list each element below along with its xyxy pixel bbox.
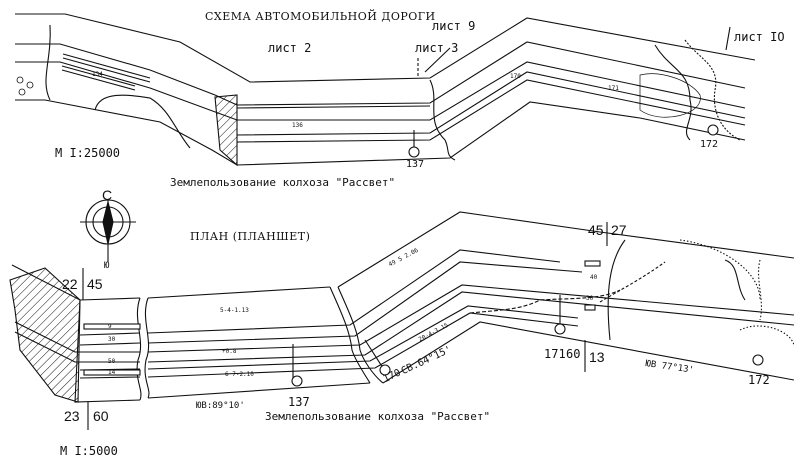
scheme-scale: М I:25000 (55, 146, 121, 160)
plan-marker-172-label: 172 (748, 373, 770, 387)
line-label-2: +0.8 (222, 348, 237, 355)
stake-45b: 45 (588, 222, 604, 238)
compass-north-label: С (102, 187, 113, 203)
plan-land-use: Землепользование колхоза "Рассвет" (265, 410, 491, 423)
compass-south-label: Ю (104, 261, 110, 271)
bearing-1: ЮВ:89°10' (196, 401, 245, 411)
scheme-marker-172-icon (707, 124, 719, 136)
stake-27: 27 (611, 222, 627, 238)
dim-30a: 30 (108, 336, 116, 343)
scheme-marker-137-label: 137 (406, 159, 425, 170)
stake-22: 22 (62, 276, 78, 292)
stake-23: 23 (64, 408, 80, 424)
plan-title: ПЛАН (ПЛАНШЕТ) (190, 230, 311, 243)
scheme-label-134: 134 (92, 71, 103, 78)
sheet-arrow (424, 47, 451, 73)
scheme-road-outline (15, 13, 756, 166)
dim-30b: 30 (586, 295, 594, 302)
sheet-10-marker (725, 26, 731, 51)
line-label-3: 6 7-2.10 (225, 371, 254, 378)
scheme-hatched-area (214, 94, 238, 167)
scheme-label-136: 136 (292, 122, 303, 129)
sheet-2-label: лист 2 (268, 41, 312, 55)
plan-marker-172-icon (752, 354, 764, 366)
plan-marker-137-label: 137 (288, 395, 310, 409)
line-label-1: 5-4-1.13 (220, 307, 249, 314)
scheme-label-171: 171 (608, 85, 619, 92)
scheme-marker-172-label: 172 (700, 139, 719, 150)
stake-60b: 60 (566, 347, 581, 361)
plan-scale: М I:5000 (60, 444, 118, 458)
scheme-title: СХЕМА АВТОМОБИЛЬНОЙ ДОРОГИ (205, 10, 436, 23)
stake-171: 171 (544, 347, 566, 361)
compass-rose-icon (80, 199, 136, 262)
scheme-label-170: 170 (510, 73, 521, 80)
plan-marker-170-icon (379, 364, 391, 376)
scheme-marker-137-icon (408, 146, 420, 158)
plan-marker-171-icon (554, 323, 566, 335)
plan-hatched-area (9, 267, 81, 403)
dim-40: 40 (590, 274, 598, 281)
stake-60a: 60 (93, 408, 109, 424)
sheet-9-label: лист 9 (432, 19, 476, 33)
sheet-3-label: лист 3 (415, 41, 459, 55)
plan-marker-137-icon (291, 375, 303, 387)
stake-13: 13 (589, 349, 605, 365)
dim-9: 9 (108, 323, 112, 330)
dim-50: 50 (108, 358, 116, 365)
sheet-10-label: лист IO (734, 30, 785, 44)
stake-45a: 45 (87, 276, 103, 292)
dim-14: 14 (108, 369, 116, 376)
scheme-land-use: Землепользование колхоза "Рассвет" (170, 176, 396, 189)
